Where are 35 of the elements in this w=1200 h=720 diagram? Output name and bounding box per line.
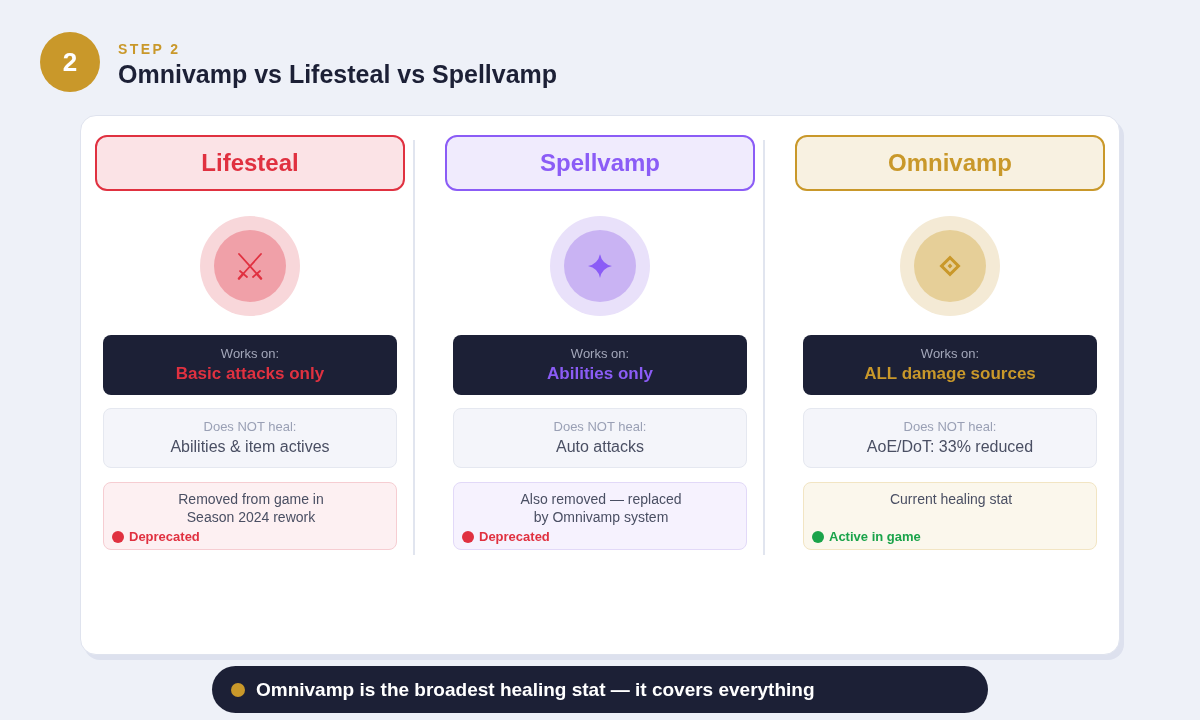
column-header: Spellvamp bbox=[445, 135, 755, 191]
summary-text: Omnivamp is the broadest healing stat — it covers everything bbox=[256, 678, 815, 701]
info-panel bbox=[453, 408, 747, 468]
field-label: Does NOT heal: bbox=[553, 419, 647, 435]
status-label: Deprecated bbox=[479, 529, 550, 545]
field-label: Does NOT heal: bbox=[903, 419, 997, 435]
note-text: Also removed — replaced by Omnivamp system bbox=[519, 490, 683, 526]
field-value: Abilities only bbox=[547, 363, 653, 385]
field-value: Basic attacks only bbox=[175, 363, 325, 385]
field-value: Abilities & item actives bbox=[170, 437, 330, 457]
field-label: Does NOT heal: bbox=[203, 419, 297, 435]
column-header: Lifesteal bbox=[95, 135, 405, 191]
note-text: Current healing stat bbox=[888, 490, 1014, 508]
info-panel bbox=[803, 335, 1097, 395]
field-value: Auto attacks bbox=[555, 437, 644, 457]
note-panel bbox=[453, 482, 747, 550]
note-panel bbox=[803, 482, 1097, 550]
field-label: Works on: bbox=[920, 346, 980, 362]
note-text: Removed from game in Season 2024 rework bbox=[177, 490, 325, 526]
step-badge: 2 bbox=[40, 32, 100, 92]
field-label: Works on: bbox=[570, 346, 630, 362]
field-label: Works on: bbox=[220, 346, 280, 362]
field-value: AoE/DoT: 33% reduced bbox=[866, 437, 1034, 457]
status-label: Active in game bbox=[829, 529, 921, 545]
column-header: Omnivamp bbox=[795, 135, 1105, 191]
info-panel bbox=[453, 335, 747, 395]
info-panel bbox=[103, 335, 397, 395]
summary-banner bbox=[212, 666, 988, 713]
info-panel bbox=[803, 408, 1097, 468]
field-value: ALL damage sources bbox=[864, 363, 1036, 385]
status-label: Deprecated bbox=[129, 529, 200, 545]
step-label: STEP 2 bbox=[118, 41, 181, 57]
note-panel bbox=[103, 482, 397, 550]
info-panel bbox=[103, 408, 397, 468]
page-title: Omnivamp vs Lifesteal vs Spellvamp bbox=[118, 60, 558, 89]
